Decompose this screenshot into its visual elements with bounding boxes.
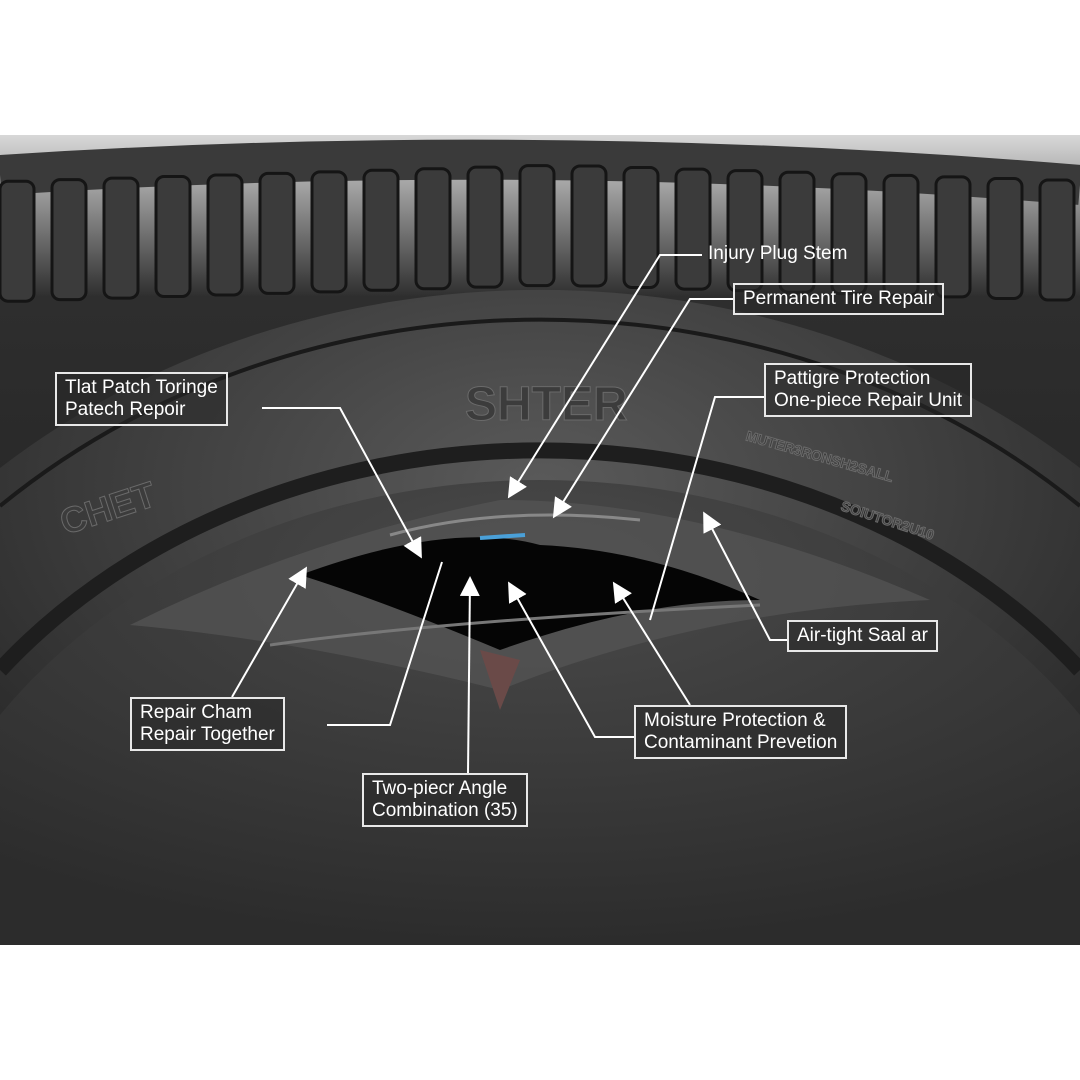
tread-block [0,179,36,303]
label-line: Two-piecr Angle [372,778,508,799]
label-repair-cham: Repair Cham Repair Together [130,697,285,751]
label-line: Contaminant Prevetion [644,732,838,753]
tread-block [50,178,88,302]
tread-block [102,176,140,300]
tread-block [778,170,816,294]
label-line: Pattigre Protection [774,368,931,389]
tread-block [934,175,972,299]
label-line: Tlat Patch Toringe [65,377,218,398]
tread-block [362,168,400,292]
tread-block [882,173,920,297]
sidewall-brand: SHTER [465,378,628,431]
tread-block [622,166,660,290]
tread-block [1038,178,1076,302]
label-line: One-piece Repair Unit [774,390,962,411]
label-tlat-patch: Tlat Patch Toringe Patech Repoir [55,372,228,426]
leader-lines [231,254,787,774]
tread-block [206,173,244,297]
tread-block [414,167,452,291]
background-tire-tread [0,139,1080,303]
tread-block [258,171,296,295]
tread-block [726,169,764,293]
label-line: Patech Repoir [65,399,186,420]
tire-damage-crack [130,500,930,710]
label-moisture-protection: Moisture Protection & Contaminant Prevet… [634,705,848,759]
tread-block [570,164,608,288]
tread-block [986,176,1024,300]
tire-photo: SHTER CHET MUTER3RONSH2SALL SOIUTOR2U10 [0,135,1080,945]
label-line: Combination (35) [372,800,518,821]
tread-block [674,167,712,291]
tread-block [830,172,868,296]
label-permanent-tire-repair: Permanent Tire Repair [733,283,945,315]
tire-rim-ring [0,442,1080,676]
label-two-piece-angle: Two-piecr Angle Combination (35) [362,773,528,827]
tread-block [466,165,504,289]
label-line: Repair Together [140,724,275,745]
tread-block [154,175,192,299]
label-line: Repair Cham [140,702,252,723]
tread-block [518,164,556,288]
label-line: Moisture Protection & [644,710,826,731]
label-air-tight: Air-tight Saal ar [787,620,938,652]
tread-block [310,170,348,294]
label-pattigre-protection: Pattigre Protection One-piece Repair Uni… [764,363,972,417]
label-injury-plug-stem: Injury Plug Stem [708,243,848,264]
